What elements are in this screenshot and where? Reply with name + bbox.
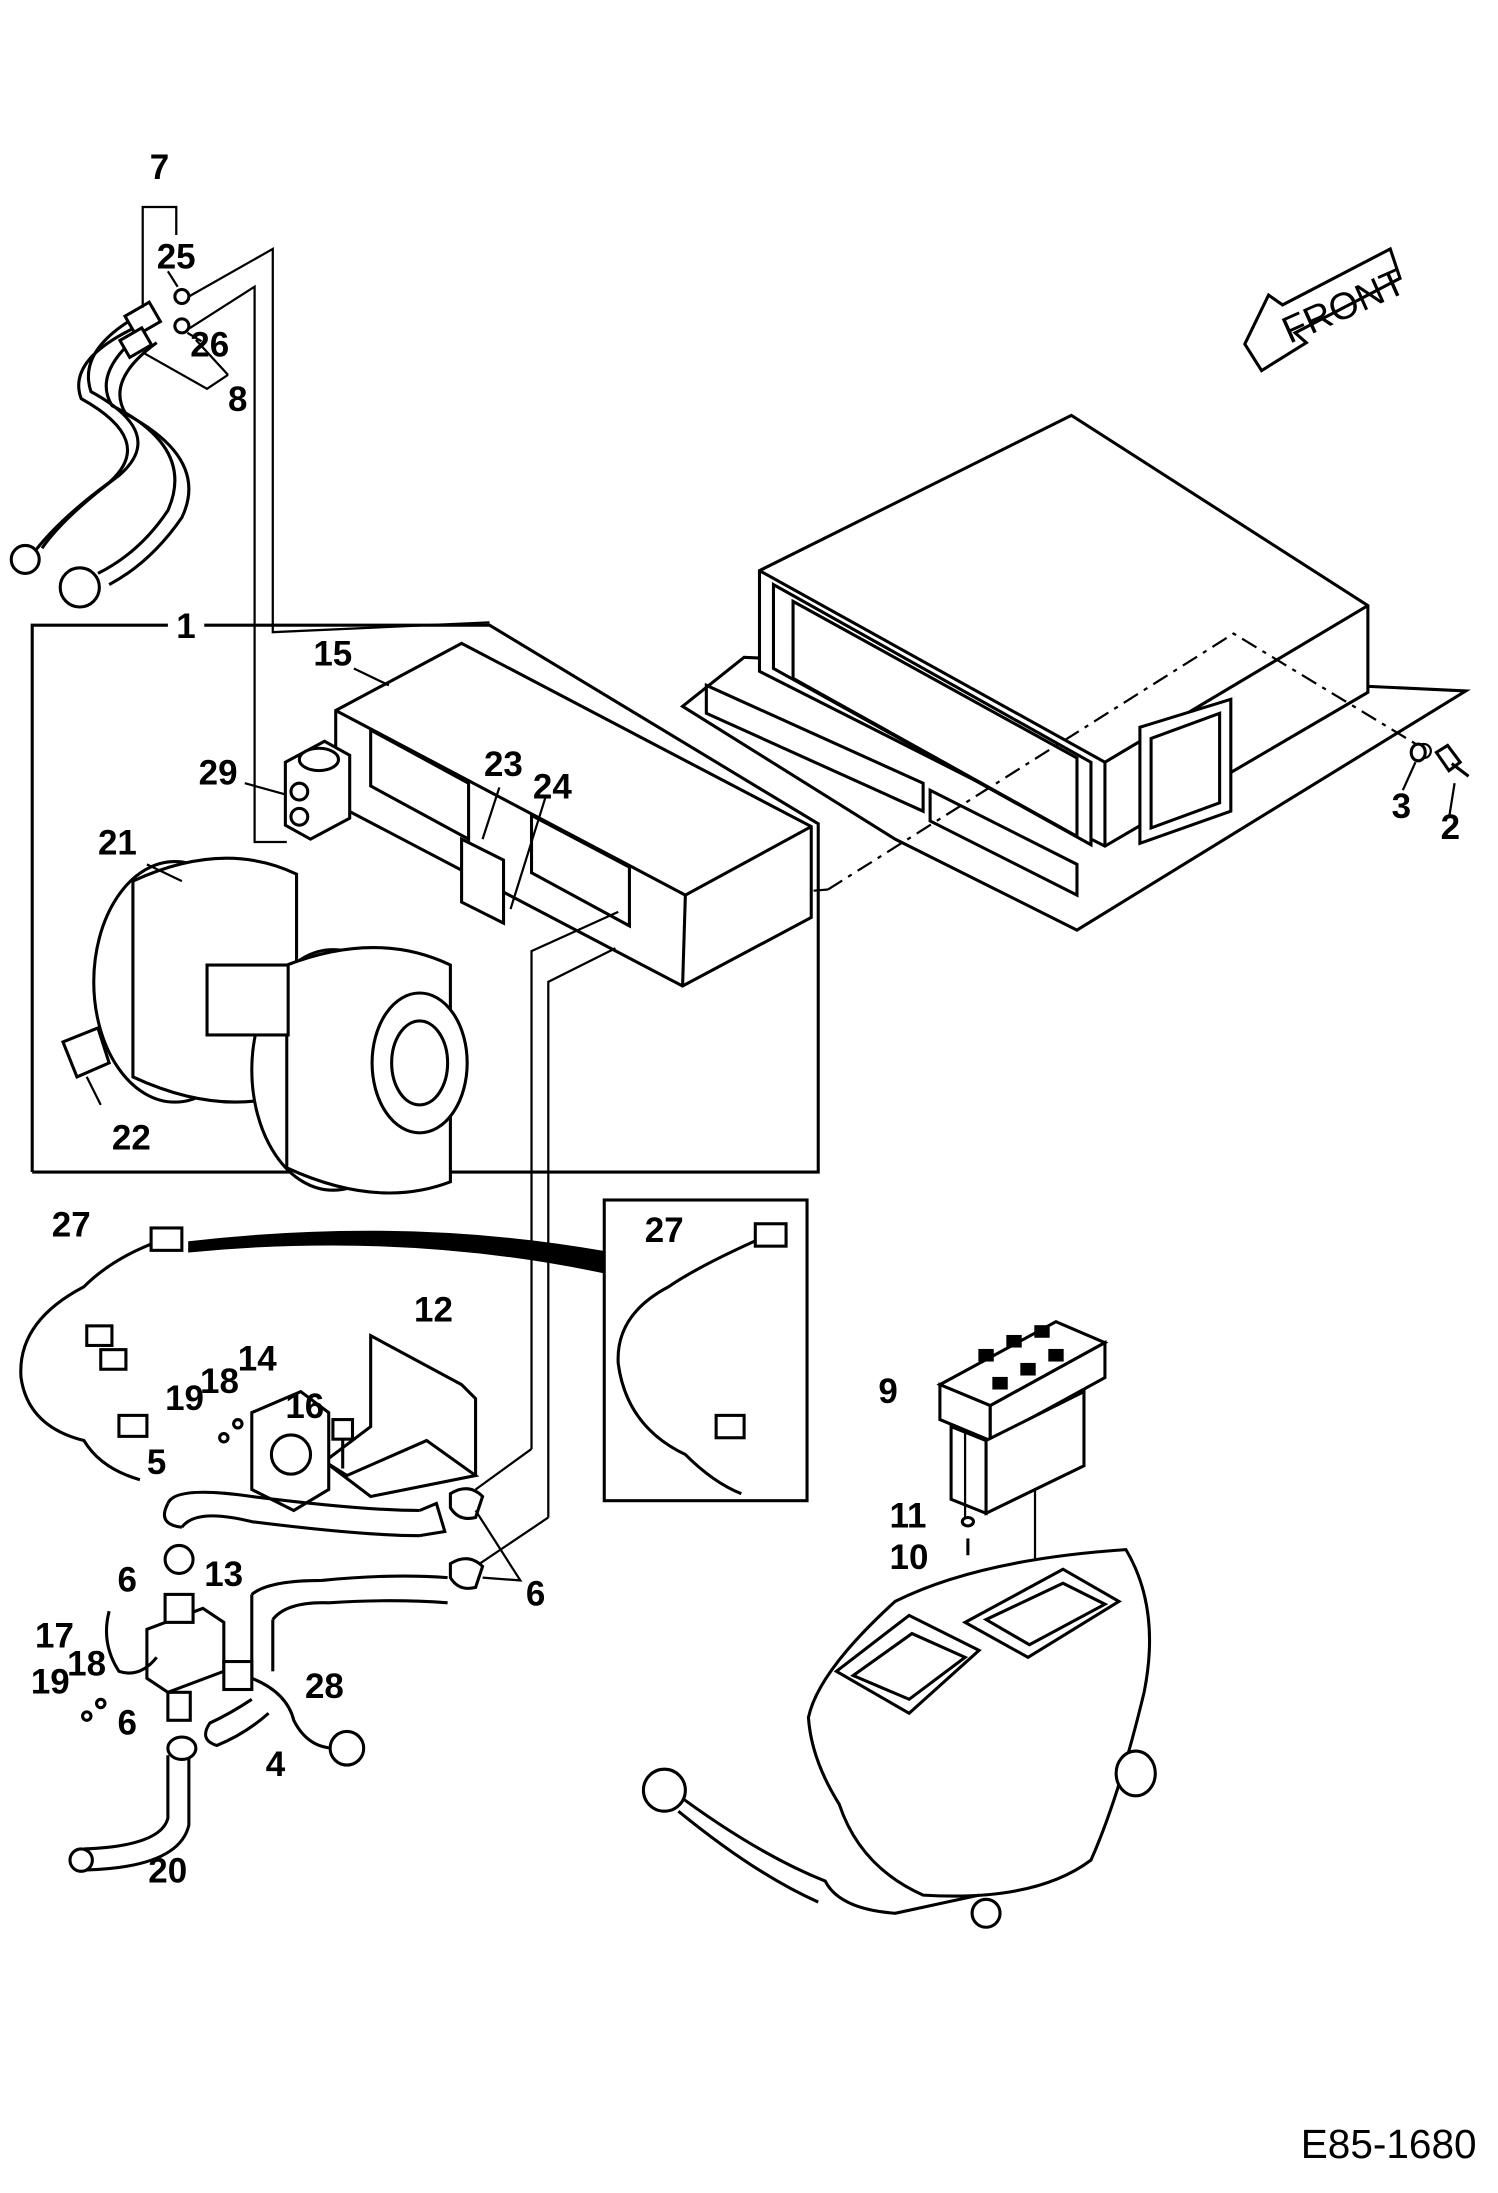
callout-11: 11 [890,1496,927,1535]
callout-9: 9 [878,1372,897,1411]
bolt-16 [331,1418,355,1469]
heater-assembly-frame [30,623,820,1174]
climate-control-panel [936,1319,1109,1516]
callout-12: 12 [414,1291,453,1330]
wiring-harness-left [19,1226,184,1482]
callout-16: 16 [285,1387,324,1426]
washer-3 [1409,742,1427,763]
callout-22: 22 [112,1119,151,1158]
callout-6b: 6 [118,1703,137,1742]
blower-assembly [92,856,469,1195]
callout-27b: 27 [645,1211,684,1250]
expansion-valve [283,739,352,841]
callout-13: 13 [204,1555,243,1594]
detail-inset-frame [602,1198,809,1503]
harness-detail-pointer [188,1230,605,1274]
control-cable [104,1610,158,1675]
callout-17: 17 [35,1617,74,1656]
callout-18a: 18 [200,1362,239,1401]
callout-15: 15 [313,635,352,674]
callout-19b: 19 [31,1663,70,1702]
washer-11 [960,1515,976,1528]
small-hardware [81,1418,244,1722]
callout-4: 4 [266,1745,286,1784]
hose-clamp-upper [448,1487,485,1520]
callout-3: 3 [1392,787,1411,826]
refrigerant-lines [9,287,191,609]
blower-resistor [60,1025,112,1079]
clamp-leader [474,1509,523,1582]
callout-10: 10 [890,1538,929,1577]
callout-6a: 6 [118,1561,137,1600]
cab-floor-housing [674,413,1471,932]
drawing-code: E85-1680 [1301,2121,1477,2167]
front-direction-arrow: FRONT [1243,246,1412,373]
callout-5: 5 [147,1443,166,1482]
callout-28: 28 [305,1667,344,1706]
operator-console [641,1548,1157,1929]
temperature-sensor [222,1659,366,1767]
callout-21: 21 [98,824,137,863]
callout-19a: 19 [165,1379,204,1418]
callout-7: 7 [150,148,169,187]
callout-23: 23 [484,745,523,784]
callout-25: 25 [157,238,196,277]
callout-24: 24 [533,768,572,807]
bolt-2 [1434,743,1470,778]
valve-bracket [321,1333,480,1499]
hose-clamp-lower [448,1557,485,1590]
callout-29: 29 [199,754,238,793]
callout-20: 20 [148,1852,187,1891]
callout-1: 1 [176,607,195,646]
valve-actuator [250,1389,331,1513]
water-valve [145,1543,226,1761]
callout-18b: 18 [67,1645,106,1684]
callout-2: 2 [1441,808,1460,847]
callout-26: 26 [190,326,229,365]
callout-14: 14 [238,1340,277,1379]
callout-6c: 6 [526,1575,545,1614]
callout-8: 8 [228,380,247,419]
callout-labels: 1 2 3 4 5 6 6 6 7 8 9 10 11 12 13 14 15 … [31,148,1460,1890]
callout-27a: 27 [52,1205,91,1244]
callout-leaders [85,205,1456,1568]
front-label: FRONT [1276,261,1412,352]
